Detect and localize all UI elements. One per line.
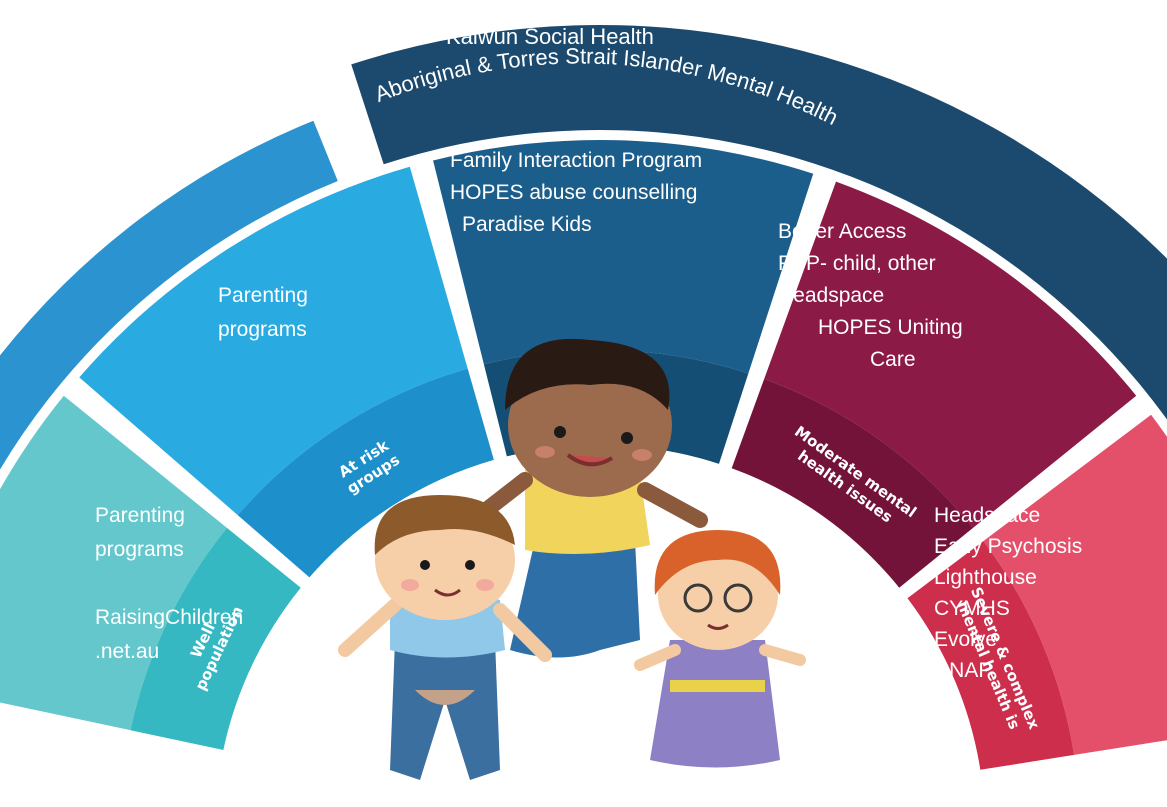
child-right-illustration xyxy=(634,530,806,768)
segment-mild xyxy=(433,139,814,374)
child-left-eye-right xyxy=(465,560,475,570)
child-left-illustration xyxy=(338,495,552,780)
segment-moderate xyxy=(764,181,1137,528)
segment-band-severe xyxy=(907,541,1075,770)
service-text-well: Parenting xyxy=(95,504,185,527)
service-text-moderate: PSP- child, other xyxy=(778,252,936,275)
child-back-cheek-left xyxy=(535,446,555,458)
child-right-hair xyxy=(654,530,781,595)
child-back-hair xyxy=(505,338,670,410)
service-text-severe: Early Psychosis xyxy=(934,535,1082,558)
kalwun-social-health-label: Kalwun Social Health xyxy=(446,24,654,49)
child-left-pocket xyxy=(415,690,475,705)
segment-atrisk xyxy=(79,166,468,516)
service-text-severe: Lighthouse xyxy=(934,566,1037,589)
child-back-cheek-right xyxy=(632,449,652,461)
service-text-severe: Evolve xyxy=(934,628,997,651)
child-left-arm-left xyxy=(338,598,402,657)
segment-well xyxy=(0,395,227,731)
child-right-arm-right xyxy=(759,644,806,666)
service-text-moderate: Better Access xyxy=(778,220,906,243)
segment-severe xyxy=(983,414,1167,755)
child-right-arm-left xyxy=(634,644,681,671)
service-text-mild: Family Interaction Program xyxy=(450,149,702,172)
child-back-eye-left xyxy=(554,426,566,438)
child-right-glasses-left xyxy=(683,583,713,613)
child-left-overalls xyxy=(390,640,500,780)
child-back-shorts xyxy=(510,540,640,658)
service-text-well: programs xyxy=(95,538,184,561)
service-text-severe: CYMHS xyxy=(934,597,1010,620)
outer-right-arc xyxy=(351,25,1167,420)
child-back-right-arm xyxy=(637,482,708,528)
service-text-atrisk: programs xyxy=(218,318,307,341)
three-children-illustration xyxy=(338,338,806,780)
child-right-glasses-right xyxy=(723,583,753,613)
child-left-cheek-right xyxy=(476,579,494,591)
child-left-arm-right xyxy=(493,603,552,662)
child-back-illustration xyxy=(472,338,708,658)
child-left-eye-left xyxy=(420,560,430,570)
service-text-moderate: HOPES Uniting xyxy=(818,316,963,339)
segment-band-well xyxy=(130,527,301,750)
child-right-belt xyxy=(670,680,765,692)
service-text-well: RaisingChildren xyxy=(95,606,243,629)
child-right-dress xyxy=(650,640,780,768)
segment-band-atrisk xyxy=(237,368,494,578)
child-right-face xyxy=(658,540,778,650)
child-left-cheek-left xyxy=(401,579,419,591)
child-right-mouth xyxy=(707,623,729,630)
child-left-mouth xyxy=(434,588,461,597)
center-area xyxy=(215,338,985,807)
service-text-mild: Paradise Kids xyxy=(462,213,592,236)
service-text-atrisk: Parenting xyxy=(218,284,308,307)
service-text-well: .net.au xyxy=(95,640,159,663)
segment-band-moderate xyxy=(731,378,974,588)
child-left-hair xyxy=(374,495,515,555)
service-text-severe: CNAP xyxy=(934,659,992,682)
child-back-face xyxy=(508,353,672,497)
service-text-severe: Headspace xyxy=(934,504,1040,527)
outer-left-arc xyxy=(0,120,338,470)
child-back-mouth xyxy=(566,453,614,467)
outer-arcs: Kalwun Social Health Aboriginal & Torres… xyxy=(0,24,1167,470)
service-text-moderate: Care xyxy=(870,348,916,371)
service-text-mild: HOPES abuse counselling xyxy=(450,181,697,204)
child-back-eye-right xyxy=(621,432,633,444)
service-text-moderate: Headspace xyxy=(778,284,884,307)
